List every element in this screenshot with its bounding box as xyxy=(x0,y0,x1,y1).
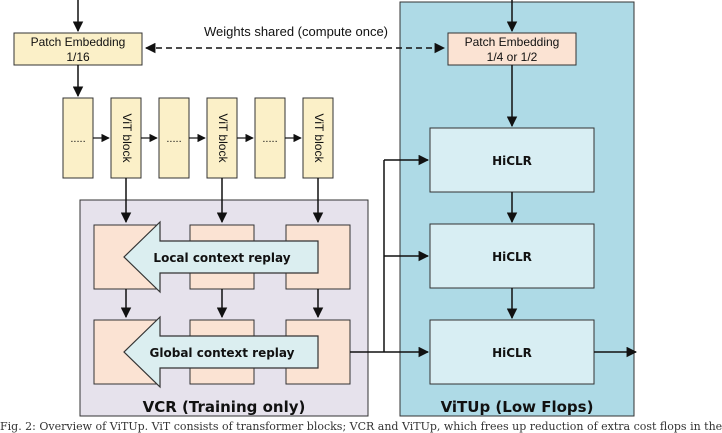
dots-block-2 xyxy=(158,97,190,179)
dots-label-3: ..... xyxy=(262,133,277,145)
vit-block-label-3: ViT block xyxy=(312,114,326,164)
patch-embedding-right-line2: 1/4 or 1/2 xyxy=(487,50,538,64)
dots-label-1: ..... xyxy=(70,133,85,145)
local-context-replay-arrow xyxy=(123,220,319,294)
architecture-diagram: Patch Embedding 1/16 Patch Embedding 1/4… xyxy=(13,0,638,417)
dots-block-3 xyxy=(254,97,286,179)
hiclr-block-1 xyxy=(429,127,595,193)
vit-block-3 xyxy=(302,97,334,179)
figure-caption: Fig. 2: Overview of ViTUp. ViT consists … xyxy=(0,420,722,433)
vit-block-label-2: ViT block xyxy=(216,114,230,164)
global-context-replay-label: Global context replay xyxy=(150,346,295,360)
hiclr-block-2 xyxy=(429,223,595,289)
vit-block-1 xyxy=(110,97,142,179)
patch-embedding-left-line2: 1/16 xyxy=(66,50,90,64)
patch-embedding-left xyxy=(13,32,143,66)
patch-embedding-right xyxy=(447,32,577,66)
vcr-label: VCR (Training only) xyxy=(143,398,306,416)
vit-block-label-1: ViT block xyxy=(120,114,134,164)
vit-block-2 xyxy=(206,97,238,179)
dots-block-1 xyxy=(62,97,94,179)
global-context-replay-arrow xyxy=(123,315,319,389)
weights-shared-label: Weights shared (compute once) xyxy=(204,24,388,39)
hiclr-label-2: HiCLR xyxy=(492,250,532,264)
hiclr-block-3 xyxy=(429,319,595,385)
hiclr-label-3: HiCLR xyxy=(492,346,532,360)
hiclr-label-1: HiCLR xyxy=(492,154,532,168)
vitup-label: ViTUp (Low Flops) xyxy=(441,398,594,416)
patch-embedding-left-line1: Patch Embedding xyxy=(31,35,126,49)
dots-label-2: ..... xyxy=(166,133,181,145)
local-context-replay-label: Local context replay xyxy=(153,251,290,265)
patch-embedding-right-line1: Patch Embedding xyxy=(465,35,560,49)
